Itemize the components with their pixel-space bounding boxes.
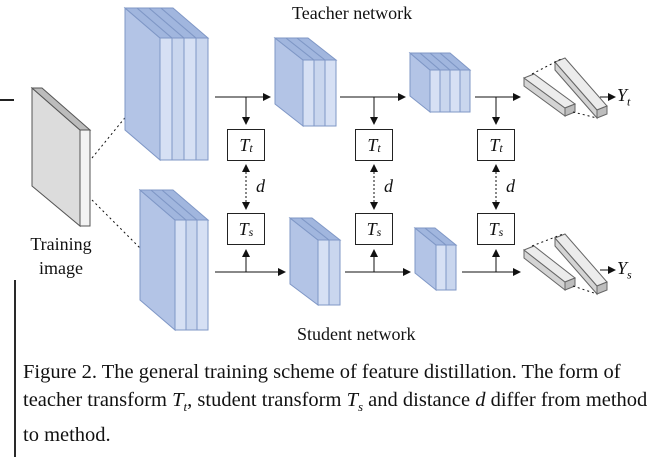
distance-label-2: d — [384, 176, 393, 196]
ts-subscript: s — [498, 224, 504, 239]
teacher-network-label: Teacher network — [292, 3, 413, 23]
caption-student-subscript: s — [357, 399, 364, 415]
student-output-label: Ys — [617, 258, 632, 283]
caption-teacher-subscript: t — [183, 399, 188, 415]
teacher-feature-block-3 — [408, 51, 472, 114]
ts-symbol: T — [238, 218, 249, 239]
left-rule — [0, 99, 14, 101]
student-feature-block-1 — [138, 188, 210, 332]
student-feature-block-2 — [288, 216, 342, 306]
teacher-feature-block-1 — [123, 6, 210, 162]
tt-subscript: t — [249, 140, 253, 155]
yt-subscript: t — [627, 94, 631, 109]
tt-symbol: T — [367, 134, 378, 155]
teacher-feature-block-2 — [273, 36, 338, 128]
student-output-fc — [523, 233, 608, 296]
student-feature-block-3 — [413, 226, 458, 292]
feature-distillation-diagram: Teacher network Student network Training… — [18, 3, 632, 344]
distance-label-3: d — [506, 176, 515, 196]
ts-subscript: s — [376, 224, 382, 239]
training-image-label: Training image — [18, 232, 104, 280]
distance-label-1: d — [256, 176, 265, 196]
training-label-line2: image — [39, 258, 83, 278]
left-vertical-rule — [14, 280, 16, 350]
tt-symbol: T — [489, 134, 500, 155]
tt-symbol: T — [239, 134, 250, 155]
caption-student-symbol: T — [346, 389, 358, 411]
teacher-connections — [215, 93, 521, 125]
student-network-label: Student network — [297, 324, 416, 344]
caption-teacher-symbol: T — [172, 389, 184, 411]
distance-arrowheads — [242, 164, 500, 210]
caption-part-2: , student transform — [187, 389, 347, 411]
caption-distance-symbol: d — [475, 389, 486, 411]
caption-text: Figure 2. The general training scheme of… — [23, 358, 647, 449]
yt-symbol: Y — [617, 85, 628, 105]
tt-subscript: t — [499, 140, 503, 155]
diagram-canvas — [30, 6, 616, 332]
ts-subscript: s — [248, 224, 254, 239]
ys-symbol: Y — [617, 258, 628, 278]
caption-part-1: Figure 2. The general training scheme of… — [23, 361, 621, 411]
tt-subscript: t — [377, 140, 381, 155]
student-connections — [215, 249, 521, 276]
ys-subscript: s — [627, 267, 632, 282]
teacher-output-fc — [522, 57, 608, 120]
ts-symbol: T — [366, 218, 377, 239]
ts-symbol: T — [488, 218, 499, 239]
caption-part-4: differ from method to method. — [23, 389, 647, 447]
teacher-output-label: Yt — [617, 85, 630, 110]
distance-arrows — [245, 168, 497, 206]
figure-caption: Figure 2. The general training scheme of… — [14, 350, 647, 457]
training-label-line1: Training — [30, 234, 92, 254]
training-image — [30, 86, 92, 228]
caption-part-3: and distance — [363, 389, 476, 411]
